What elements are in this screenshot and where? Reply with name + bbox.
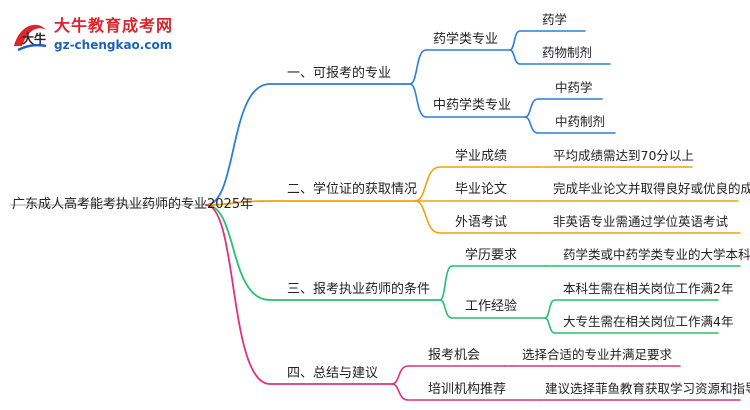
- branch-2-sub-1-connector: [414, 166, 441, 202]
- logo-mark-icon: 大牛: [14, 24, 47, 52]
- branch-1-sub-1: 药学类专业: [433, 32, 499, 47]
- branch-2-sub-3: 外语考试: [455, 215, 508, 230]
- branch-1-sub-2: 中药学类专业: [433, 98, 512, 113]
- branch-2-sub-2-leaf-1: 完成毕业论文并取得良好或优良的成绩: [553, 181, 750, 196]
- branch-2-sub-3-connector: [414, 200, 441, 234]
- branch-2-sub-1: 学业成绩: [455, 149, 508, 164]
- branch-4-sub-1: 报考机会: [428, 348, 481, 363]
- branch-3-sub-2-connector: [439, 299, 453, 319]
- logo-title: 大牛教育成考网: [54, 16, 174, 35]
- branch-1-sub-2-leaf-1-connector: [524, 98, 539, 118]
- branch-1-sub-1-connector: [409, 49, 427, 85]
- branch-4-connector: [205, 204, 271, 385]
- branch-1-sub-1-leaf-1-connector: [509, 30, 521, 51]
- site-logo[interactable]: 大牛 大牛教育成考网 gz-chengkao.com: [10, 12, 190, 58]
- branch-3-sub-2-leaf-1: 本科生需在相关岗位工作满2年: [563, 281, 734, 296]
- branch-2-sub-3-leaf-1: 非英语专业需通过学位英语考试: [553, 214, 729, 229]
- branch-1-connector: [205, 83, 271, 206]
- branch-1-sub-1-leaf-1: 药学: [542, 12, 568, 27]
- branch-4-sub-1-connector: [391, 365, 409, 385]
- branch-4-sub-1-leaf-1: 选择合适的专业并满足要求: [522, 347, 673, 362]
- branch-3-sub-2-leaf-1-connector: [544, 299, 556, 319]
- branch-3-label: 三、报考执业药师的条件: [287, 282, 431, 297]
- branch-3-sub-2-leaf-2-connector: [544, 317, 556, 334]
- branch-1-sub-2-leaf-1: 中药学: [555, 80, 593, 95]
- branch-1-sub-2-leaf-2-connector: [524, 116, 539, 134]
- branch-3-sub-1-leaf-1: 药学类或中药学类专业的大学本科学历: [563, 247, 750, 262]
- root-node: 广东成人高考能考执业药师的专业2025年: [12, 197, 254, 212]
- branch-2-sub-2: 毕业论文: [455, 182, 508, 197]
- branch-1-sub-2-connector: [409, 83, 427, 118]
- branch-2-connector: [205, 200, 271, 206]
- branch-4-sub-2-leaf-1: 建议选择菲鱼教育获取学习资源和指导: [545, 381, 750, 396]
- branch-3-sub-1: 学历要求: [465, 248, 518, 263]
- branch-1-sub-1-leaf-2: 药物制剂: [542, 45, 593, 60]
- branch-2-sub-1-leaf-1: 平均成绩需达到70分以上: [553, 148, 694, 163]
- branch-2-label: 二、学位证的获取情况: [287, 182, 418, 197]
- branch-3-sub-2: 工作经验: [465, 299, 518, 314]
- branch-1-sub-2-leaf-2: 中药制剂: [555, 114, 606, 129]
- logo-url: gz-chengkao.com: [54, 38, 173, 52]
- branch-4-sub-2: 培训机构推荐: [428, 382, 507, 397]
- branch-4-label: 四、总结与建议: [287, 366, 379, 381]
- branch-1-label: 一、可报考的专业: [287, 66, 392, 81]
- branch-1-sub-1-leaf-2-connector: [509, 49, 521, 65]
- branch-3-connector: [205, 204, 271, 301]
- branch-4-sub-2-connector: [391, 383, 409, 401]
- branch-3-sub-1-connector: [439, 265, 453, 301]
- logo-mark-text: 大牛: [22, 31, 46, 46]
- branch-3-sub-2-leaf-2: 大专生需在相关岗位工作满4年: [563, 314, 734, 329]
